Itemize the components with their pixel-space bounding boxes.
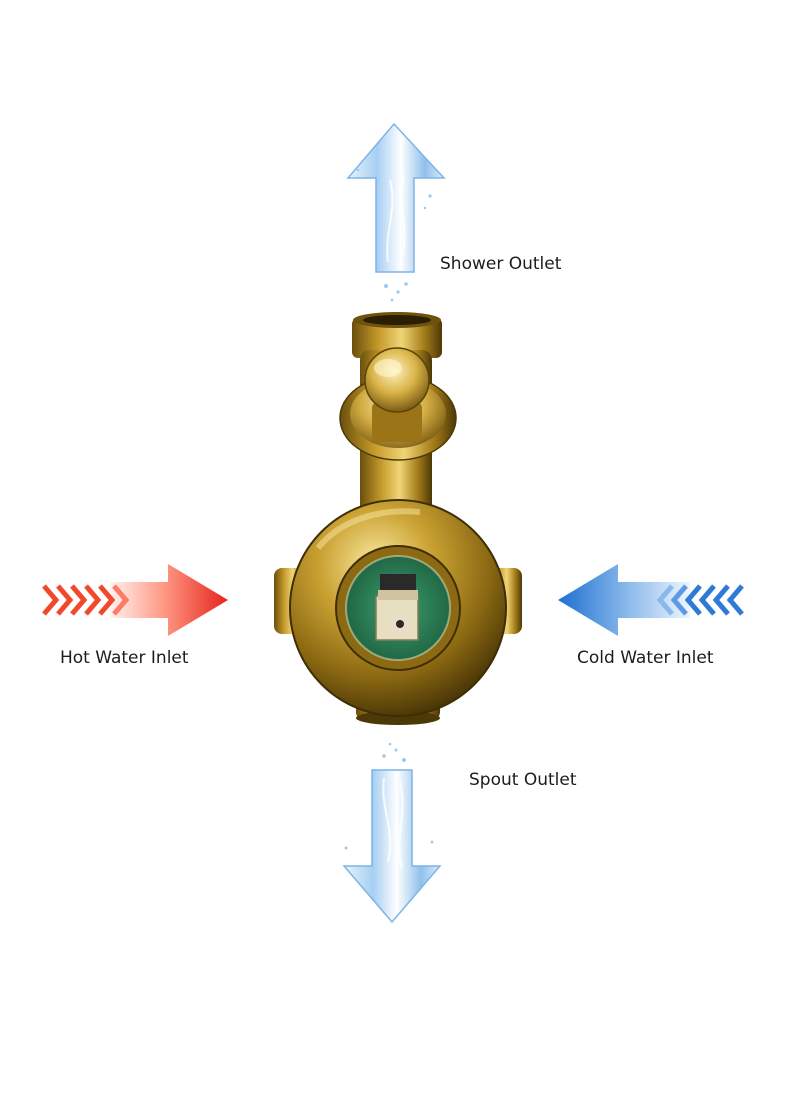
hot-water-inlet-label: Hot Water Inlet (60, 648, 189, 668)
water-down-arrow-icon (342, 742, 442, 924)
hot-arrow-icon (42, 564, 228, 636)
spout-outlet-label: Spout Outlet (469, 770, 577, 790)
shower-outlet-label: Shower Outlet (440, 254, 562, 274)
mixer-valve-body-icon (274, 312, 522, 725)
cold-arrow-icon (558, 564, 744, 636)
cold-water-inlet-label: Cold Water Inlet (577, 648, 714, 668)
water-up-arrow-icon (346, 122, 446, 302)
